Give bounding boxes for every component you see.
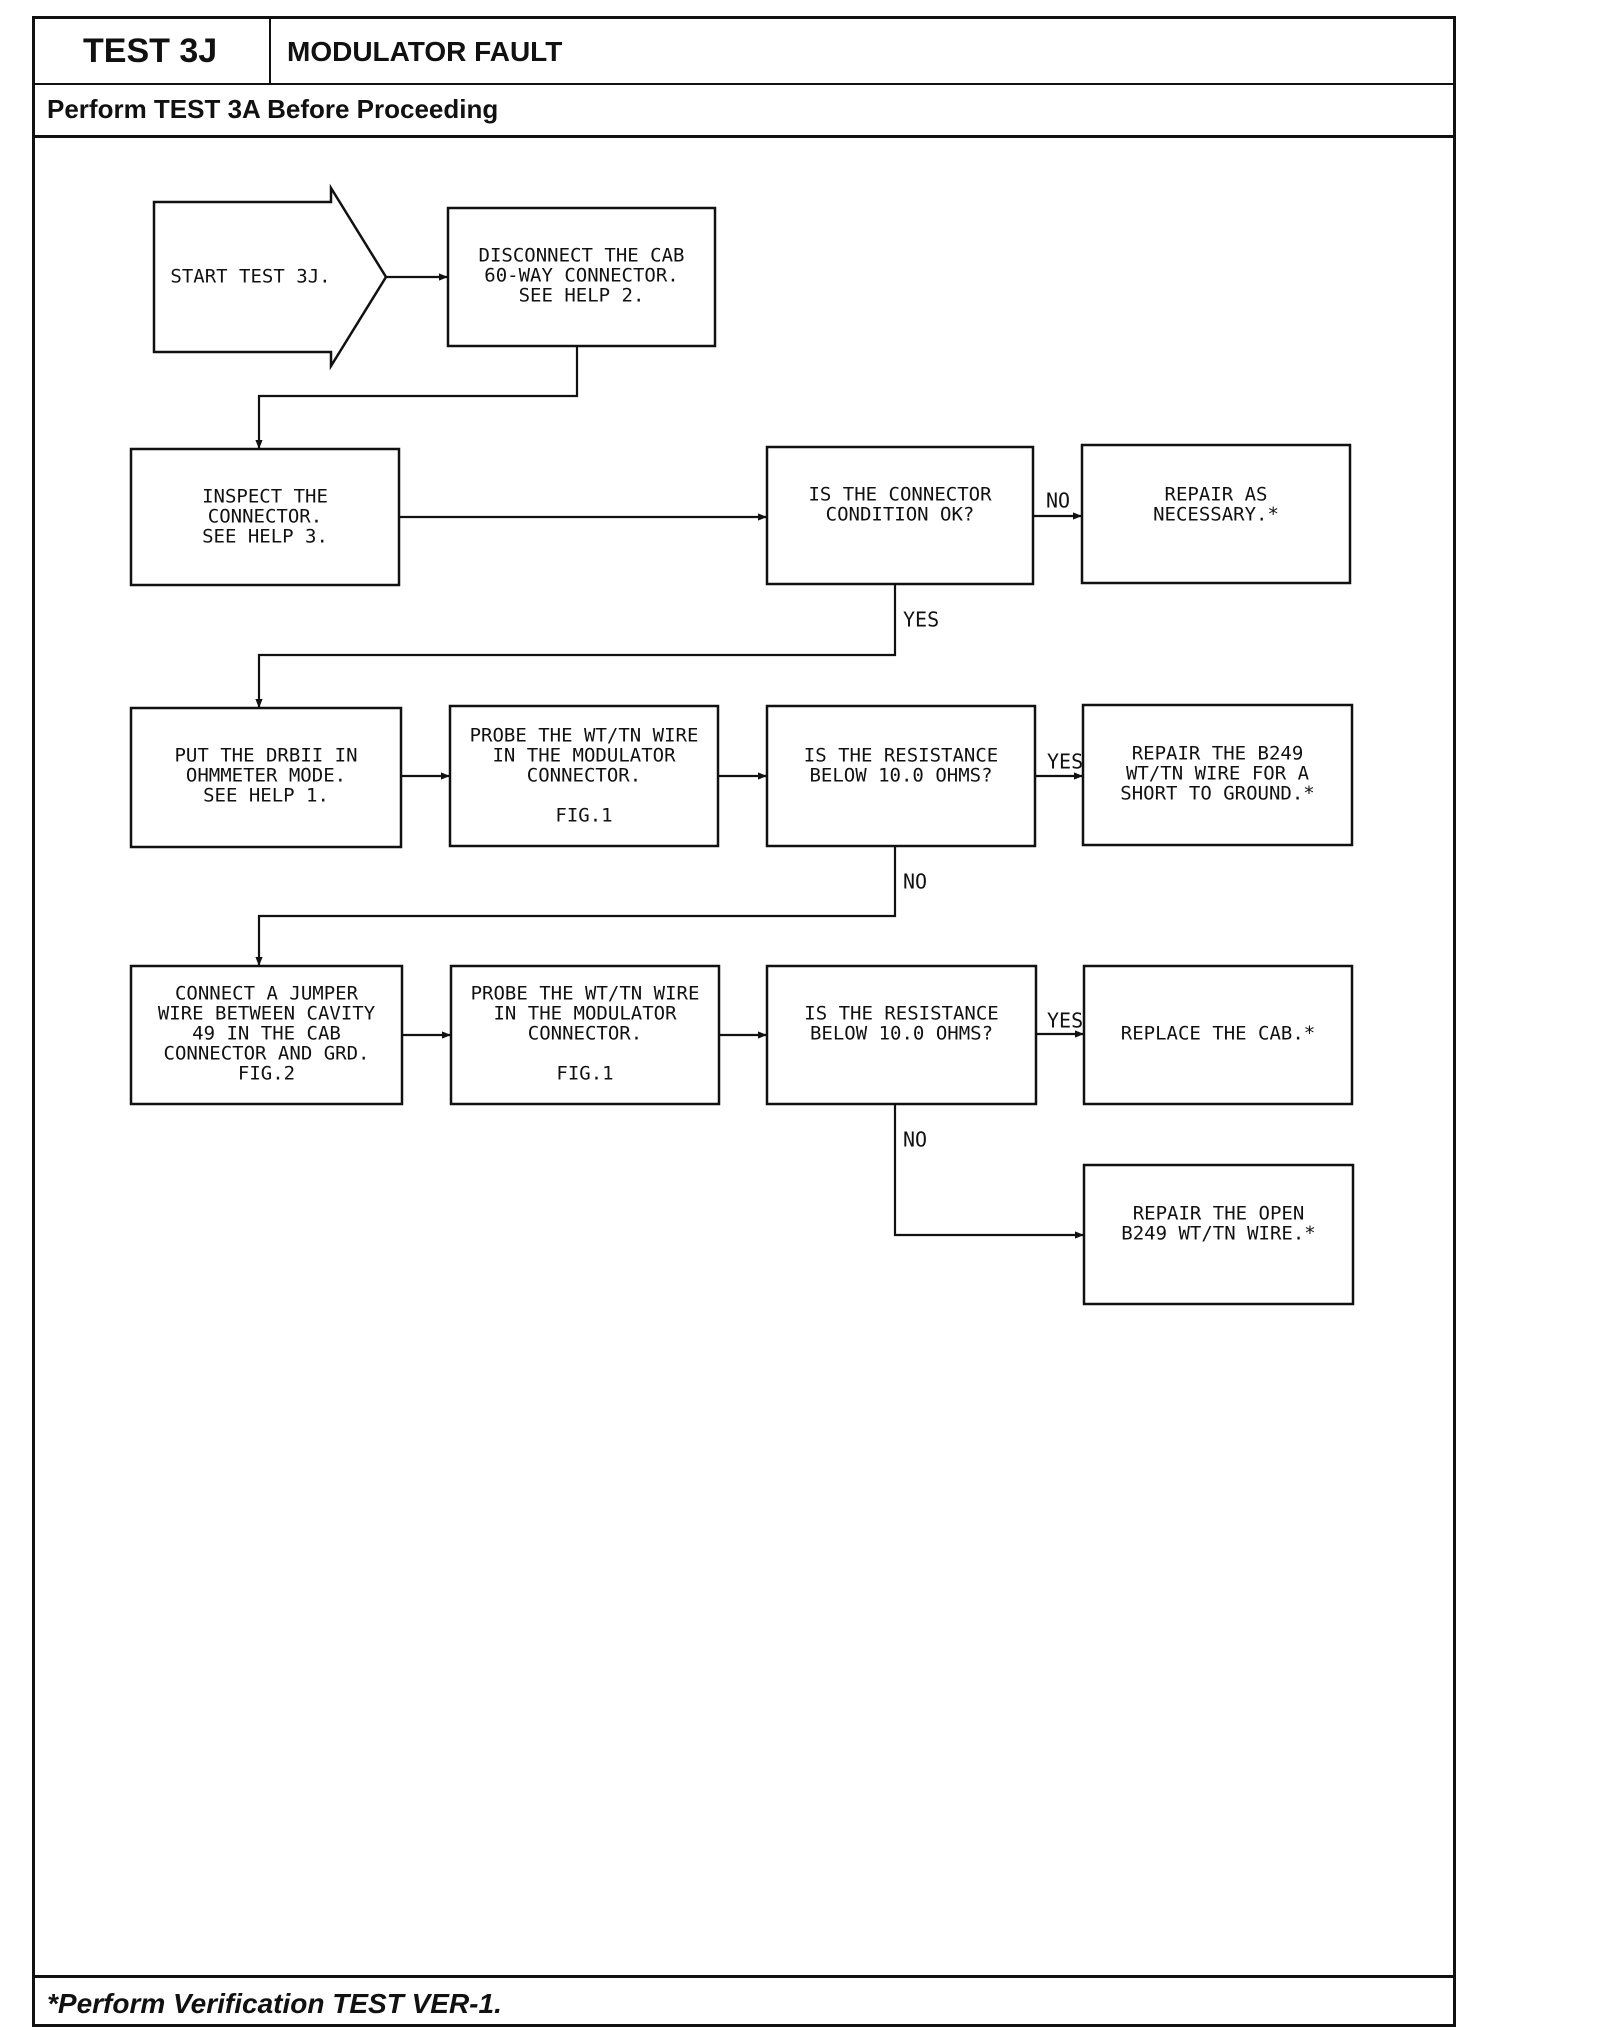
- node-jumper-line-2: 49 IN THE CAB: [192, 1023, 341, 1045]
- node-probe2-shape: [449, 964, 721, 1106]
- node-res2-line-1: BELOW 10.0 OHMS?: [810, 1023, 993, 1045]
- node-probe1-line-0: PROBE THE WT/TN WIRE: [470, 725, 699, 747]
- node-jumper-line-3: CONNECTOR AND GRD.: [164, 1043, 370, 1065]
- node-probe1-shape: [448, 704, 720, 848]
- node-res2-line-0: IS THE RESISTANCE: [804, 1003, 998, 1025]
- node-conn_ok-shape: [765, 445, 1035, 586]
- footer-row: *Perform Verification TEST VER-1.: [35, 1975, 1453, 2030]
- edge-disconnect-to-inspect: [255, 346, 579, 449]
- node-res1-line-0: IS THE RESISTANCE: [804, 745, 998, 767]
- edge-res2-to-repair_open: NO: [893, 1104, 1084, 1239]
- node-res1-line-1: BELOW 10.0 OHMS?: [809, 765, 992, 787]
- node-disconnect-line-1: 60-WAY CONNECTOR.: [484, 265, 678, 287]
- node-repair_nec-line-0: REPAIR AS: [1165, 484, 1268, 506]
- edge-conn_ok-to-repair_nec: NO: [1033, 489, 1082, 520]
- node-probe1-line-4: FIG.1: [555, 805, 612, 827]
- node-probe2-line-2: CONNECTOR.: [528, 1023, 642, 1045]
- node-probe2-line-0: PROBE THE WT/TN WIRE: [471, 983, 700, 1005]
- node-jumper-line-4: FIG.2: [238, 1063, 295, 1085]
- node-jumper-line-1: WIRE BETWEEN CAVITY: [158, 1003, 376, 1025]
- edge-label-no: NO: [903, 870, 927, 894]
- node-put_drb-line-1: OHMMETER MODE.: [186, 765, 346, 787]
- node-repair_short-line-1: WT/TN WIRE FOR A: [1126, 763, 1310, 785]
- prerequisite-row: Perform TEST 3A Before Proceeding: [35, 83, 1453, 138]
- edge-disconnect-to-inspect-line: [255, 346, 579, 449]
- node-disconnect-line-2: SEE HELP 2.: [519, 285, 645, 307]
- edge-res2-to-repair_open-line: [893, 1104, 1084, 1239]
- node-res1-shape: [765, 704, 1037, 848]
- test-title: MODULATOR FAULT: [287, 36, 563, 67]
- node-put_drb-shape: [129, 706, 403, 849]
- node-repair_open-shape: [1082, 1163, 1355, 1306]
- node-disconnect-shape: [446, 206, 717, 348]
- node-repair_short-line-2: SHORT TO GROUND.*: [1120, 783, 1314, 805]
- node-repair_open-line-0: REPAIR THE OPEN: [1133, 1203, 1305, 1225]
- node-start-shape: [152, 183, 388, 371]
- node-jumper-shape: [129, 964, 404, 1106]
- edge-label-no: NO: [903, 1128, 927, 1152]
- node-repair_short-shape: [1081, 703, 1354, 847]
- node-repair_nec-line-1: NECESSARY.*: [1153, 504, 1279, 526]
- edge-label-no: NO: [1046, 489, 1070, 513]
- node-probe1-line-2: CONNECTOR.: [527, 765, 641, 787]
- node-inspect-line-0: INSPECT THE: [202, 486, 328, 508]
- node-replace_cab-line-0: REPLACE THE CAB.*: [1121, 1023, 1315, 1045]
- edge-label-yes: YES: [1047, 750, 1083, 774]
- edge-res2-to-replace_cab: YES: [1036, 1009, 1084, 1038]
- node-put_drb-line-0: PUT THE DRBII IN: [174, 745, 357, 767]
- node-replace_cab-shape: [1082, 964, 1354, 1106]
- node-probe2-line-4: FIG.1: [556, 1063, 613, 1085]
- node-conn_ok-line-0: IS THE CONNECTOR: [808, 484, 992, 506]
- node-inspect-line-1: CONNECTOR.: [208, 506, 322, 528]
- node-res2-shape: [765, 964, 1038, 1106]
- edge-label-yes: YES: [1047, 1009, 1083, 1033]
- test-id: TEST 3J: [35, 19, 271, 83]
- edge-res1-to-jumper: NO: [255, 846, 927, 966]
- verification-footnote: *Perform Verification TEST VER-1.: [47, 1988, 502, 2019]
- node-jumper-line-0: CONNECT A JUMPER: [175, 983, 359, 1005]
- node-repair_nec-shape: [1080, 443, 1352, 585]
- node-inspect-shape: [129, 447, 401, 587]
- node-inspect-line-2: SEE HELP 3.: [202, 526, 328, 548]
- edge-res1-to-repair_short: YES: [1035, 750, 1083, 780]
- node-start-line-0: START TEST 3J.: [170, 266, 330, 288]
- node-repair_short-line-0: REPAIR THE B249: [1132, 743, 1304, 765]
- node-put_drb-line-2: SEE HELP 1.: [203, 785, 329, 807]
- node-disconnect-line-0: DISCONNECT THE CAB: [479, 245, 685, 267]
- node-probe1-line-1: IN THE MODULATOR: [492, 745, 676, 767]
- edge-res1-to-jumper-line: [255, 846, 897, 966]
- edge-conn_ok-to-put_drb: YES: [255, 584, 939, 708]
- node-conn_ok-line-1: CONDITION OK?: [826, 504, 975, 526]
- edge-conn_ok-to-put_drb-line: [255, 584, 897, 708]
- node-repair_open-line-1: B249 WT/TN WIRE.*: [1121, 1223, 1315, 1245]
- prerequisite-text: Perform TEST 3A Before Proceeding: [47, 94, 499, 124]
- header-row: TEST 3J MODULATOR FAULT: [35, 19, 1453, 85]
- node-start: START TEST 3J.: [152, 183, 388, 371]
- node-probe2-line-1: IN THE MODULATOR: [493, 1003, 677, 1025]
- node-replace_cab: REPLACE THE CAB.*: [1082, 964, 1354, 1106]
- edge-label-yes: YES: [903, 608, 939, 632]
- page-frame: TEST 3J MODULATOR FAULT Perform TEST 3A …: [32, 16, 1456, 2027]
